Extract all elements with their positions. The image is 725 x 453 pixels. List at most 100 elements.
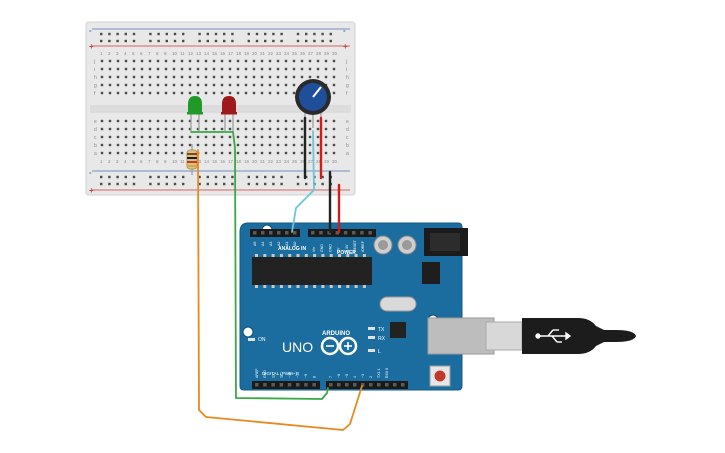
breadboard-hole[interactable]	[220, 151, 224, 155]
breadboard-hole[interactable]	[212, 59, 216, 63]
rail-hole[interactable]	[132, 32, 136, 36]
breadboard-hole[interactable]	[308, 75, 312, 79]
breadboard-hole[interactable]	[316, 143, 320, 147]
breadboard-hole[interactable]	[332, 91, 336, 95]
rail-hole[interactable]	[206, 182, 209, 186]
rail-hole[interactable]	[264, 39, 267, 43]
rail-hole[interactable]	[247, 182, 250, 186]
breadboard-hole[interactable]	[260, 127, 264, 131]
rail-hole[interactable]	[157, 175, 160, 179]
rail-hole[interactable]	[157, 32, 160, 36]
rail-hole[interactable]	[182, 39, 185, 43]
breadboard-hole[interactable]	[268, 59, 272, 63]
breadboard-hole[interactable]	[148, 135, 152, 139]
header-pin[interactable]	[293, 231, 297, 235]
rail-hole[interactable]	[116, 182, 119, 186]
rail-hole[interactable]	[264, 175, 267, 179]
breadboard-hole[interactable]	[124, 143, 128, 147]
breadboard-hole[interactable]	[204, 59, 208, 63]
breadboard-hole[interactable]	[108, 151, 112, 155]
breadboard-hole[interactable]	[244, 59, 248, 63]
header-pin[interactable]	[271, 383, 275, 387]
breadboard-hole[interactable]	[316, 127, 320, 131]
breadboard-hole[interactable]	[220, 119, 224, 123]
header-pin[interactable]	[352, 231, 356, 235]
breadboard-hole[interactable]	[180, 67, 184, 71]
breadboard-hole[interactable]	[324, 151, 328, 155]
breadboard-hole[interactable]	[100, 119, 104, 123]
breadboard-hole[interactable]	[196, 119, 200, 123]
breadboard-hole[interactable]	[100, 59, 104, 63]
header-pin[interactable]	[319, 231, 323, 235]
breadboard-hole[interactable]	[324, 135, 328, 139]
breadboard-hole[interactable]	[156, 119, 160, 123]
digital-header-low[interactable]	[252, 381, 320, 389]
breadboard-hole[interactable]	[252, 75, 256, 79]
breadboard-hole[interactable]	[268, 119, 272, 123]
breadboard-hole[interactable]	[148, 151, 152, 155]
breadboard-hole[interactable]	[180, 75, 184, 79]
rail-hole[interactable]	[247, 39, 250, 43]
breadboard-hole[interactable]	[196, 59, 200, 63]
potentiometer[interactable]	[295, 79, 331, 128]
breadboard-hole[interactable]	[324, 119, 328, 123]
breadboard-hole[interactable]	[212, 67, 216, 71]
rail-hole[interactable]	[329, 32, 332, 36]
rail-hole[interactable]	[182, 32, 185, 36]
rail-hole[interactable]	[296, 182, 300, 186]
breadboard-hole[interactable]	[164, 67, 168, 71]
rail-hole[interactable]	[231, 39, 234, 43]
breadboard-hole[interactable]	[276, 143, 280, 147]
header-pin[interactable]	[343, 231, 348, 235]
breadboard-hole[interactable]	[276, 135, 280, 139]
rail-hole[interactable]	[223, 182, 226, 186]
breadboard-hole[interactable]	[132, 91, 136, 95]
rail-hole[interactable]	[116, 175, 119, 179]
breadboard-hole[interactable]	[140, 151, 144, 155]
breadboard-hole[interactable]	[188, 91, 192, 95]
breadboard-hole[interactable]	[260, 151, 264, 155]
breadboard-hole[interactable]	[148, 143, 152, 147]
breadboard-hole[interactable]	[268, 67, 272, 71]
breadboard-hole[interactable]	[180, 127, 184, 131]
breadboard-hole[interactable]	[284, 83, 288, 87]
breadboard-hole[interactable]	[132, 143, 136, 147]
breadboard-hole[interactable]	[116, 59, 120, 63]
breadboard-hole[interactable]	[180, 119, 184, 123]
breadboard-hole[interactable]	[244, 67, 248, 71]
rail-hole[interactable]	[214, 32, 218, 36]
breadboard-hole[interactable]	[132, 83, 136, 87]
breadboard-hole[interactable]	[212, 143, 216, 147]
breadboard-hole[interactable]	[300, 151, 304, 155]
breadboard-hole[interactable]	[300, 67, 304, 71]
breadboard-hole[interactable]	[292, 83, 296, 87]
breadboard-hole[interactable]	[316, 67, 320, 71]
resistor[interactable]	[186, 144, 198, 175]
breadboard-hole[interactable]	[212, 91, 216, 95]
rail-hole[interactable]	[305, 182, 308, 186]
breadboard-hole[interactable]	[316, 135, 320, 139]
breadboard-hole[interactable]	[332, 75, 336, 79]
rail-hole[interactable]	[214, 182, 218, 186]
rail-hole[interactable]	[214, 39, 218, 43]
breadboard-hole[interactable]	[212, 119, 216, 123]
rail-hole[interactable]	[223, 175, 226, 179]
header-pin[interactable]	[261, 231, 265, 235]
breadboard-hole[interactable]	[196, 143, 200, 147]
breadboard-hole[interactable]	[124, 83, 128, 87]
breadboard-hole[interactable]	[204, 127, 208, 131]
breadboard-hole[interactable]	[116, 143, 120, 147]
wire-green-to-pin8[interactable]	[232, 131, 329, 400]
breadboard-hole[interactable]	[292, 59, 296, 63]
header-pin[interactable]	[335, 231, 340, 235]
wire-orange-to-pin11[interactable]	[197, 149, 363, 431]
rail-hole[interactable]	[231, 182, 234, 186]
breadboard-hole[interactable]	[116, 67, 120, 71]
breadboard-hole[interactable]	[108, 143, 112, 147]
breadboard-hole[interactable]	[172, 119, 176, 123]
breadboard-hole[interactable]	[332, 135, 336, 139]
breadboard-hole[interactable]	[292, 75, 296, 79]
breadboard-hole[interactable]	[284, 127, 288, 131]
rail-hole[interactable]	[255, 182, 259, 186]
